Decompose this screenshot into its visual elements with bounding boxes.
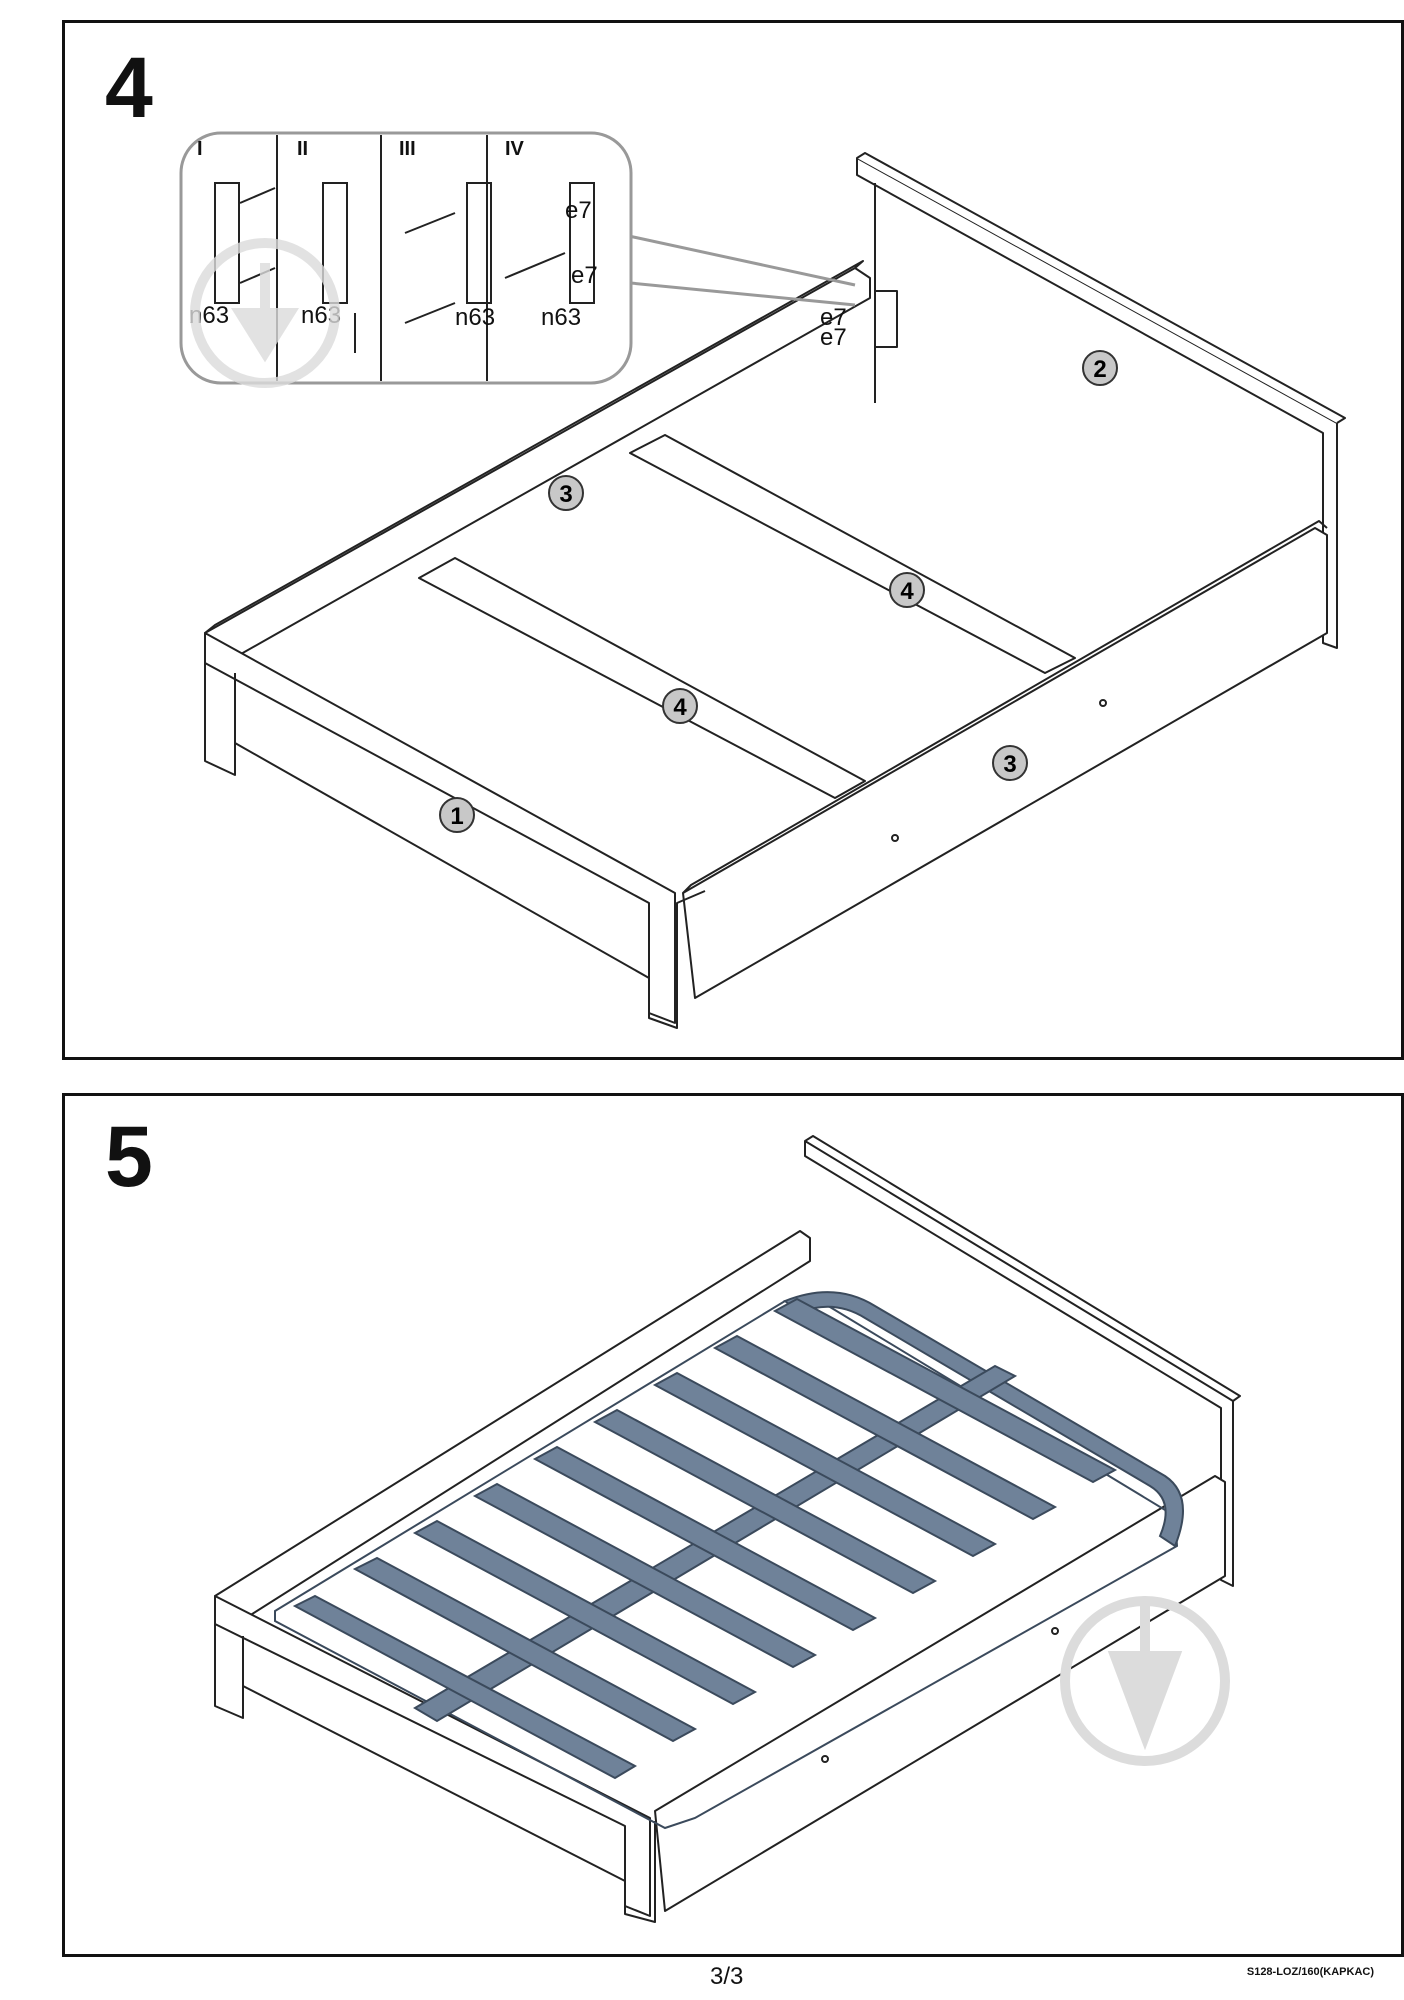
svg-text:3: 3 [1003,751,1016,778]
slatted-frame [274,1291,1184,1830]
svg-text:1: 1 [450,803,463,830]
part-callout-3: 3 [992,745,1028,781]
svg-text:4: 4 [673,694,687,721]
step-number: 4 [105,40,153,136]
step-4-panel: 4 [62,20,1404,1060]
part-callout-3: 3 [548,475,584,511]
detail-label-iii: III [399,138,416,160]
detail-label-iv: IV [505,138,525,160]
hardware-label-n63: n63 [455,304,495,331]
svg-text:3: 3 [559,481,572,508]
bed-assembly-step4-drawing: I II III IV n63 n63 n63 n63 e7 e7 e7 e7 … [179,131,1346,1029]
hardware-label-e7: e7 [820,324,847,351]
step-number: 5 [105,1109,153,1205]
step-5-panel: 5 [62,1093,1404,1957]
watermark-icon [190,238,340,388]
hardware-label-e7: e7 [571,262,598,289]
part-callout-2: 2 [1082,350,1118,386]
part-callout-4: 4 [889,572,925,608]
detail-label-ii: II [297,138,308,160]
watermark-icon [1060,1596,1230,1766]
bed-assembly-step5-drawing [214,1135,1241,1923]
part-callout-1: 1 [439,797,475,833]
part-callout-4: 4 [662,688,698,724]
detail-label-i: I [197,138,203,160]
svg-text:4: 4 [900,578,914,605]
hardware-label-e7: e7 [820,304,847,331]
svg-text:2: 2 [1093,356,1106,383]
document-code: S128-LOZ/160(KAPKAC) [1246,1966,1374,1978]
page-number: 3/3 [710,1963,744,1990]
hardware-label-e7: e7 [565,197,592,224]
hardware-label-n63: n63 [541,304,581,331]
